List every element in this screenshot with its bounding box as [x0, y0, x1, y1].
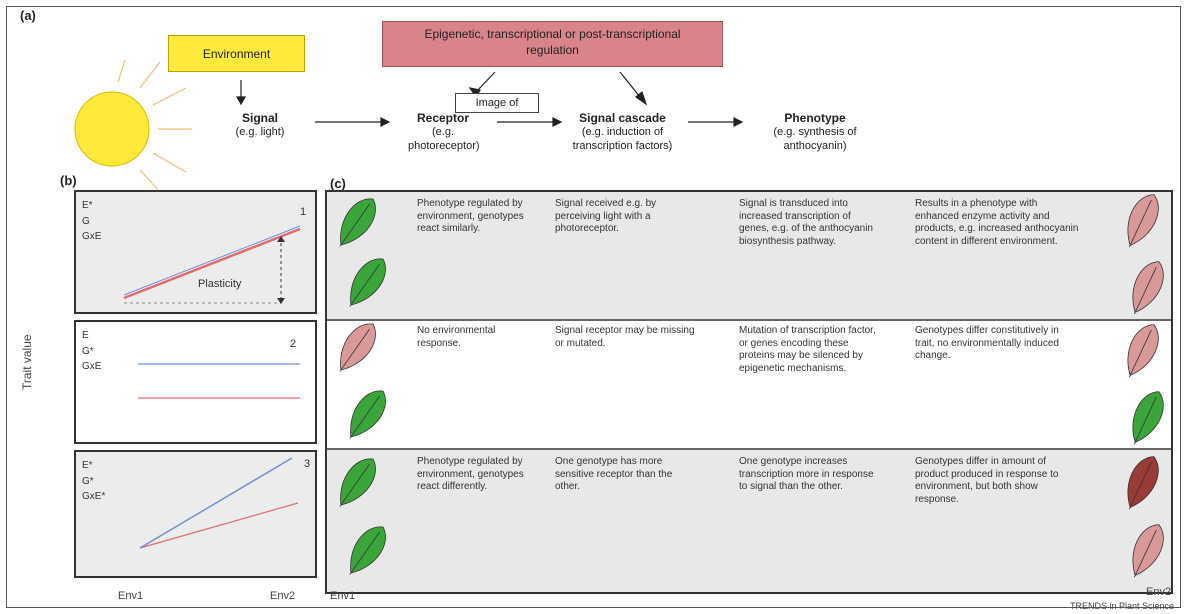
row-2-phenotype: No environmental response. — [417, 325, 496, 349]
genotype-blue-line — [139, 457, 293, 549]
table-row-3: Phenotype regulated by environment, geno… — [327, 450, 1171, 592]
pathway-receptor: Receptor (e.g. photoreceptor) — [380, 111, 506, 154]
plasticity-label: Plasticity — [198, 278, 242, 290]
genotype-red-line — [123, 227, 301, 300]
pathway-signal-detail: (e.g. light) — [235, 126, 285, 138]
plot-2-number: 2 — [290, 338, 297, 350]
panel-b-env1: Env1 — [118, 590, 144, 602]
row-1-result: Results in a phenotype with enhanced enz… — [915, 198, 1079, 247]
environment-box: Environment — [168, 35, 305, 72]
pathway-signal-title: Signal — [241, 111, 278, 125]
reaction-norm-plot-1: E* G GxE 1 Plasticity — [74, 190, 317, 314]
row-1-cascade: Signal is transduced into increased tran… — [739, 198, 873, 247]
figure-frame — [6, 6, 1181, 608]
plot-3-lines — [139, 457, 299, 549]
plot-2-gxe: GxE — [82, 361, 102, 372]
pathway-cascade-title: Signal cascade — [579, 111, 666, 125]
genotype-red-line — [139, 502, 299, 549]
leaf-green-icon — [328, 451, 384, 515]
leaf-pink-icon — [1122, 255, 1171, 320]
source-credit: TRENDS in Plant Science — [1070, 601, 1175, 611]
plot-3-g: G* — [82, 475, 94, 487]
sun-icon — [74, 59, 192, 193]
row-3-cascade: One genotype increases transcription mor… — [739, 456, 874, 492]
pathway-cascade: Signal cascade (e.g. induction of transc… — [555, 111, 690, 154]
plot-1-g: G — [82, 215, 90, 227]
table-leaves — [327, 192, 1171, 583]
leaf-pink-icon — [1117, 192, 1166, 253]
pathway-receptor-detail: (e.g. photoreceptor) — [408, 126, 480, 152]
pathway-receptor-title: Receptor — [416, 111, 469, 125]
plot-3-gxe: GxE* — [82, 491, 106, 502]
image-of-label: Image of — [455, 93, 539, 113]
plot-3-e: E* — [82, 460, 93, 471]
plot-1-lines — [123, 225, 301, 304]
row-3-result: Genotypes differ in amount of product pr… — [915, 456, 1059, 505]
reaction-norm-plot-2: E G* GxE 2 — [74, 320, 317, 444]
panel-b-label: (b) — [60, 173, 77, 188]
leaf-green-icon — [338, 519, 394, 583]
mechanism-table: Phenotype regulated by environment, geno… — [325, 190, 1173, 594]
pathway-phenotype-detail: (e.g. synthesis of anthocyanin) — [773, 126, 857, 152]
table-row-1: Phenotype regulated by environment, geno… — [327, 192, 1171, 319]
genotype-blue-line — [123, 225, 301, 296]
plot-1-e: E* — [82, 200, 93, 211]
row-2-cascade: Mutation of transcription factor, or gen… — [739, 325, 876, 374]
pathway-signal: Signal (e.g. light) — [215, 111, 305, 140]
panel-c-env1: Env1 — [330, 590, 356, 602]
plot-1-factors: E* G GxE — [82, 198, 101, 245]
leaf-green-icon — [338, 383, 394, 447]
pathway-phenotype-title: Phenotype — [784, 111, 846, 125]
plot-1-gxe: GxE — [82, 231, 102, 242]
reaction-norm-plot-3: E* G* GxE* 3 — [74, 450, 317, 578]
panel-a-label: (a) — [20, 8, 36, 23]
leaf-pink-icon — [1122, 518, 1171, 583]
plot-2-e: E — [82, 330, 89, 341]
pathway-cascade-detail: (e.g. induction of transcription factors… — [572, 126, 673, 152]
plot-2-g: G* — [82, 345, 94, 357]
leaf-pink-icon — [1117, 318, 1166, 383]
plot-3-factors: E* G* GxE* — [82, 458, 105, 505]
row-1-signal: Signal received e.g. by perceiving light… — [555, 198, 657, 234]
plot-2-lines — [138, 363, 300, 399]
leaf-dark-red-icon — [1117, 450, 1166, 515]
row-1-phenotype: Phenotype regulated by environment, geno… — [417, 198, 524, 234]
plot-1-number: 1 — [300, 206, 307, 218]
plot-3-number: 3 — [304, 458, 311, 470]
pathway-phenotype: Phenotype (e.g. synthesis of anthocyanin… — [745, 111, 885, 154]
panel-c-label: (c) — [330, 176, 346, 191]
leaf-green-icon — [338, 251, 394, 315]
row-2-result: Genotypes differ constitutively in trait… — [915, 325, 1059, 361]
trait-value-axis-label: Trait value — [20, 334, 34, 390]
regulation-box: Epigenetic, transcriptional or post-tran… — [382, 21, 723, 67]
panel-c-env2: Env2 — [1146, 586, 1172, 598]
leaf-green-icon — [328, 192, 384, 255]
table-row-2: No environmental response. Signal recept… — [327, 321, 1171, 448]
leaf-pink-icon — [328, 316, 384, 380]
plot-2-factors: E G* GxE — [82, 328, 101, 375]
row-3-signal: One genotype has more sensitive receptor… — [555, 456, 673, 492]
panel-b-env2: Env2 — [270, 590, 296, 602]
leaf-green-icon — [1122, 385, 1171, 450]
row-3-phenotype: Phenotype regulated by environment, geno… — [417, 456, 524, 492]
row-2-signal: Signal receptor may be missing or mutate… — [555, 325, 695, 349]
